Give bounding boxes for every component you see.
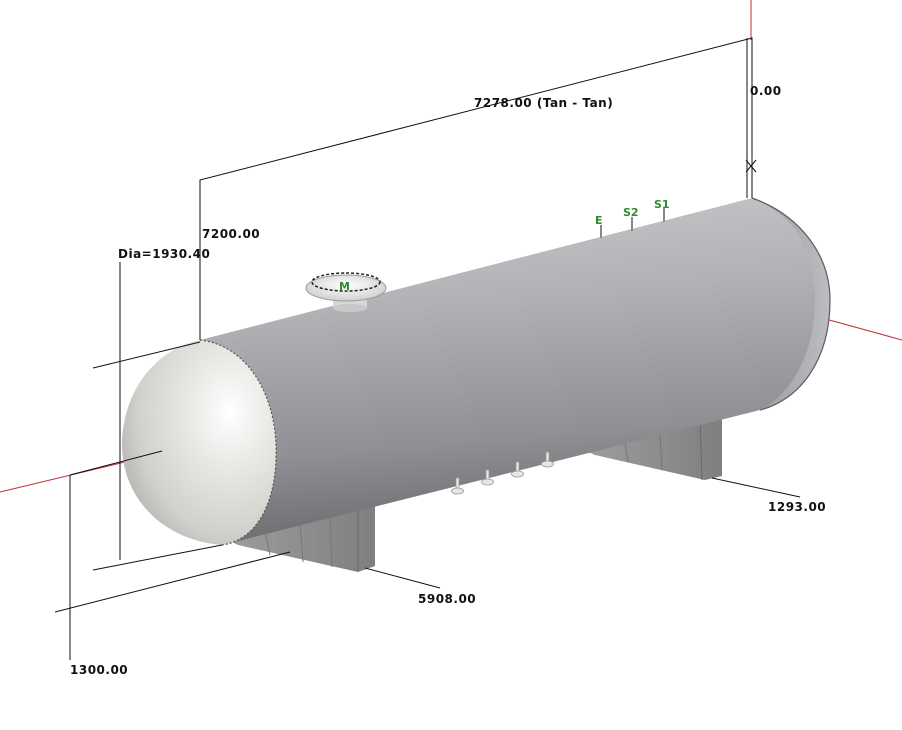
right-saddle (588, 395, 722, 481)
top-nozzles (600, 208, 665, 238)
right-saddle-dimension-label: 1293.00 (768, 500, 827, 514)
tan-tan-dimension-label: 7278.00 (Tan - Tan) (474, 96, 614, 110)
nozzle-label-s1: S1 (654, 198, 670, 211)
vessel-shell (200, 197, 831, 545)
centerline-elevation-label: 1300.00 (70, 663, 129, 677)
manway-nozzle (305, 272, 387, 312)
nozzle-label-e: E (595, 214, 603, 227)
nozzle-label-s2: S2 (623, 206, 639, 219)
vessel-left-head (121, 339, 277, 546)
right-tan-elevation-label: 0.00 (750, 84, 782, 98)
manway-label: M (339, 280, 350, 293)
axis-lines (0, 0, 902, 493)
dimension-lines (54, 37, 801, 660)
diameter-label: Dia=1930.40 (118, 247, 211, 261)
left-tan-position-label: 7200.00 (202, 227, 261, 241)
left-saddle-dimension-label: 5908.00 (418, 592, 477, 606)
bottom-nozzles (451, 451, 554, 495)
